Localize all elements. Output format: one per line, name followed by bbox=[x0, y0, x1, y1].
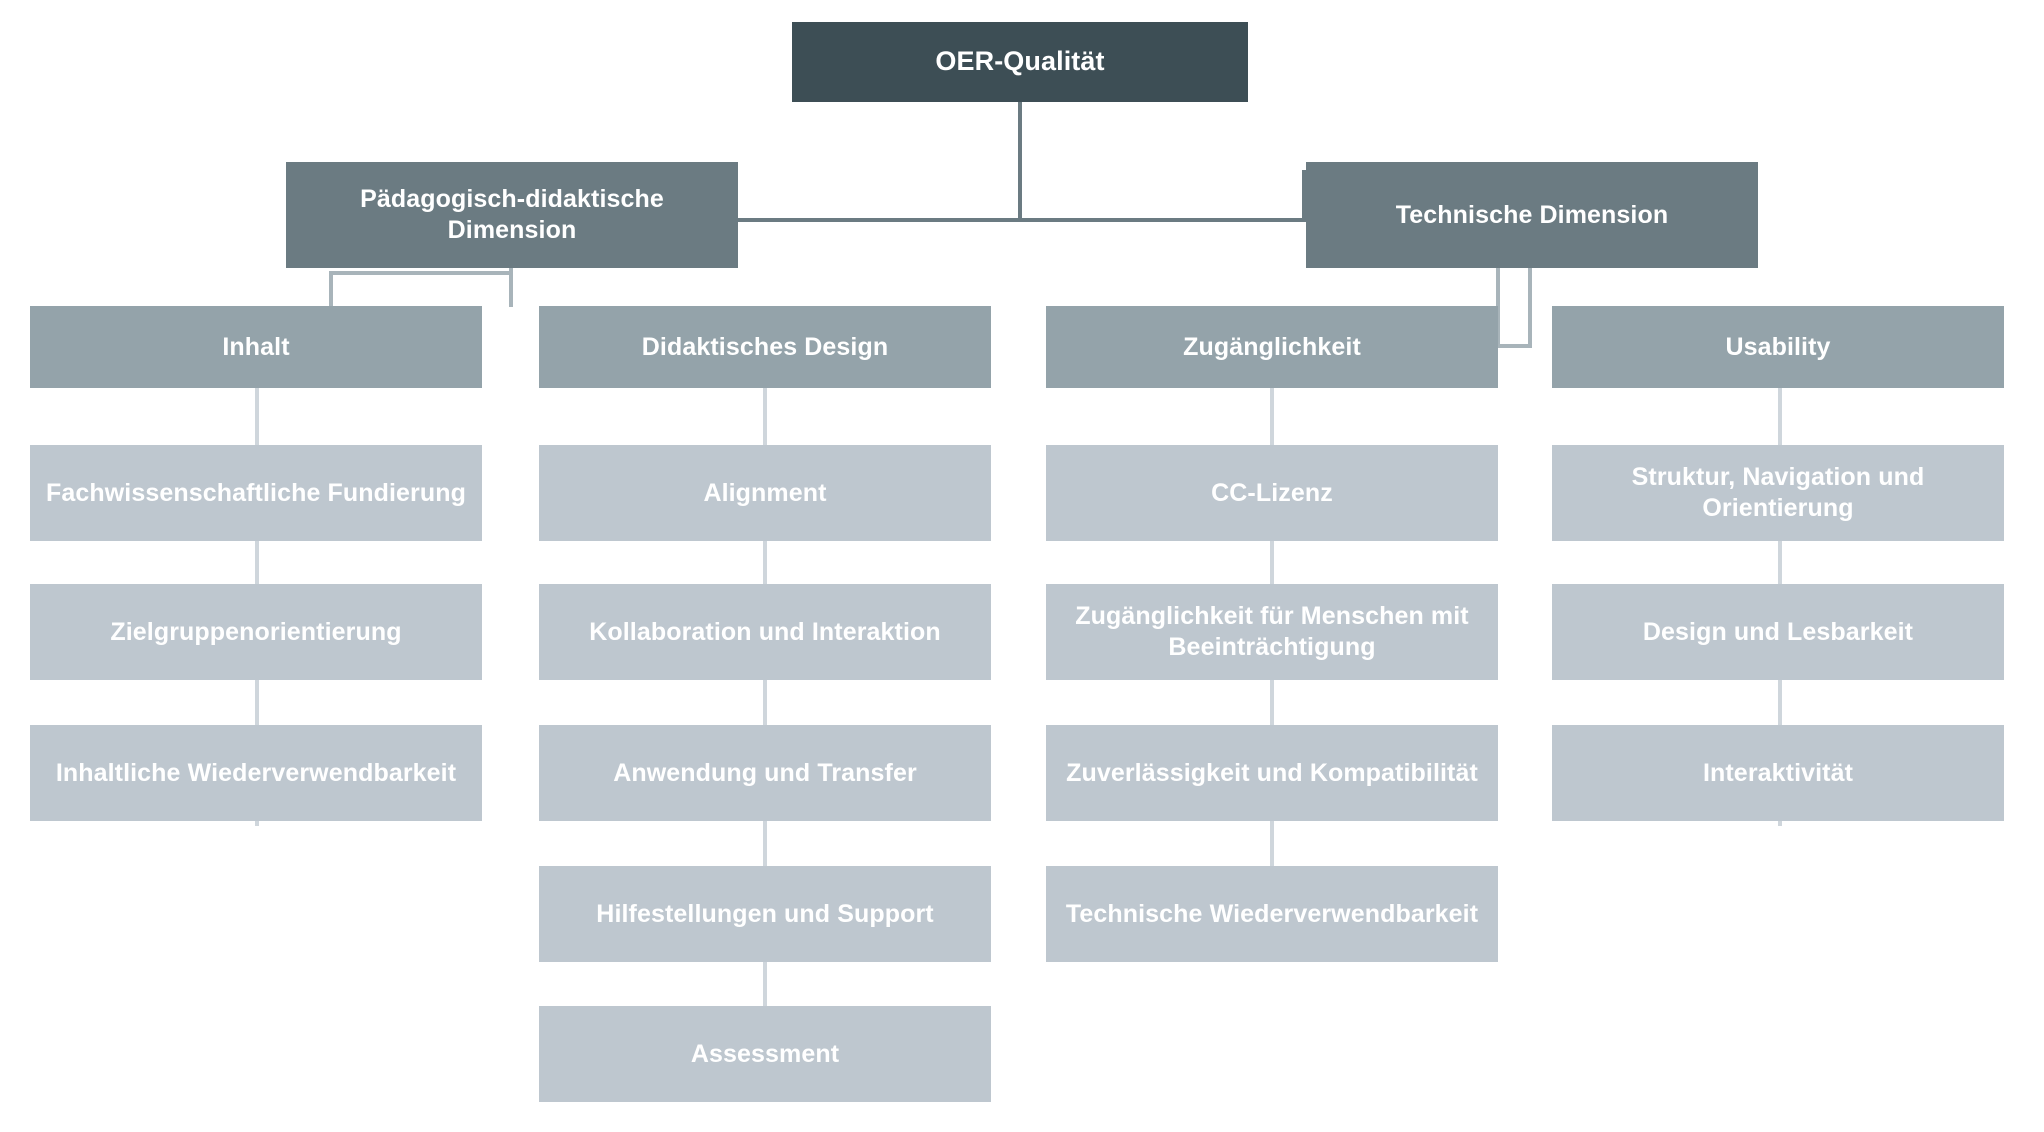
node-criterion-didaktik-2[interactable]: Kollaboration und Interaktion bbox=[539, 584, 991, 680]
node-criterion-usability-3[interactable]: Interaktivität bbox=[1552, 725, 2004, 821]
connector-tech-bar bbox=[1496, 344, 1532, 348]
node-criterion-zugaenglichkeit-3[interactable]: Zuverlässigkeit und Kompatibilität bbox=[1046, 725, 1498, 821]
connector-paed-bar bbox=[329, 271, 513, 275]
node-category-didaktisches-design[interactable]: Didaktisches Design bbox=[539, 306, 991, 388]
connector-inhalt-chain bbox=[255, 306, 259, 826]
node-root-oer-qualitaet[interactable]: OER-Qualität bbox=[792, 22, 1248, 102]
node-criterion-usability-2[interactable]: Design und Lesbarkeit bbox=[1552, 584, 2004, 680]
connector-tech-to-usability bbox=[1528, 268, 1532, 348]
node-criterion-zugaenglichkeit-4[interactable]: Technische Wiederverwendbarkeit bbox=[1046, 866, 1498, 962]
connector-usability-chain bbox=[1778, 306, 1782, 826]
node-criterion-inhalt-1[interactable]: Fachwissenschaftliche Fundierung bbox=[30, 445, 482, 541]
node-criterion-didaktik-3[interactable]: Anwendung und Transfer bbox=[539, 725, 991, 821]
connector-tech-riser bbox=[1302, 170, 1306, 222]
connector-root-stem bbox=[1018, 102, 1022, 220]
node-criterion-inhalt-2[interactable]: Zielgruppenorientierung bbox=[30, 584, 482, 680]
connector-dimension-bar bbox=[562, 218, 1306, 222]
node-criterion-zugaenglichkeit-2[interactable]: Zugänglichkeit für Menschen mit Beeinträ… bbox=[1046, 584, 1498, 680]
node-criterion-zugaenglichkeit-1[interactable]: CC-Lizenz bbox=[1046, 445, 1498, 541]
node-criterion-didaktik-1[interactable]: Alignment bbox=[539, 445, 991, 541]
node-category-usability[interactable]: Usability bbox=[1552, 306, 2004, 388]
node-dimension-paedagogisch-didaktisch[interactable]: Pädagogisch-didaktische Dimension bbox=[286, 162, 738, 268]
node-category-zugaenglichkeit[interactable]: Zugänglichkeit bbox=[1046, 306, 1498, 388]
connector-tech-to-zugaenglichkeit bbox=[1496, 268, 1500, 348]
node-criterion-usability-1[interactable]: Struktur, Navigation und Orientierung bbox=[1552, 445, 2004, 541]
node-dimension-technisch[interactable]: Technische Dimension bbox=[1306, 162, 1758, 268]
node-criterion-didaktik-5[interactable]: Assessment bbox=[539, 1006, 991, 1102]
node-criterion-didaktik-4[interactable]: Hilfestellungen und Support bbox=[539, 866, 991, 962]
connector-paed-to-inhalt bbox=[329, 271, 333, 307]
node-category-inhalt[interactable]: Inhalt bbox=[30, 306, 482, 388]
node-criterion-inhalt-3[interactable]: Inhaltliche Wiederverwendbarkeit bbox=[30, 725, 482, 821]
connector-paed-to-didaktik bbox=[509, 271, 513, 307]
